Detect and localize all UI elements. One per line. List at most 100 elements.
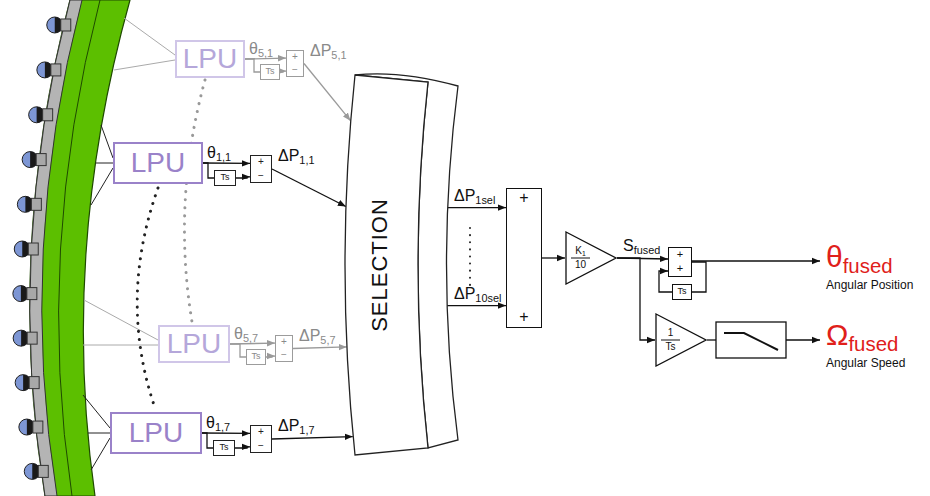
sign-label: +	[281, 337, 287, 348]
output-name: Angular Position	[826, 279, 913, 292]
sensor-wire	[83, 300, 158, 345]
signal-connector	[203, 163, 214, 178]
node-label: Ts	[678, 287, 687, 296]
sum-box: +−	[250, 155, 272, 183]
sum-box: +−	[275, 335, 293, 362]
gain-triangle: K1 10	[565, 231, 617, 285]
symbol-index: 1,7	[215, 422, 230, 434]
fraction-holder: 1Ts	[658, 313, 683, 367]
triangle-outline	[565, 231, 617, 285]
symbol-index: 1,1	[299, 155, 314, 167]
signal-connector	[272, 437, 353, 439]
symbol-index: 5,7	[243, 333, 258, 345]
selection-block: SELECTION	[340, 70, 440, 460]
lpu-box: LPU	[110, 412, 202, 454]
signal-connector	[230, 344, 246, 357]
fraction-holder: K1 10	[568, 231, 593, 285]
selection-front	[345, 75, 428, 455]
signal-wire	[707, 339, 716, 340]
lpu-box: LPU	[113, 142, 203, 184]
node-label: 10	[575, 260, 586, 271]
symbol-index: fused	[843, 255, 893, 277]
sensor-mount	[27, 332, 37, 344]
signal-name: ΔP1,1	[278, 147, 314, 165]
output-symbol: θfused	[826, 240, 893, 273]
symbol-base: θ	[207, 144, 216, 161]
node-label: LPU	[167, 329, 221, 358]
signal-name: θ1,7	[206, 414, 230, 432]
node-label: K1	[575, 246, 585, 257]
symbol-index: 5,1	[331, 49, 346, 61]
node-label: Ts	[220, 443, 229, 452]
symbol-index: fused	[634, 245, 661, 257]
lpu-box: LPU	[175, 40, 245, 78]
signal-connector	[617, 258, 655, 340]
delay-box: Ts	[213, 440, 235, 456]
symbol-index: 5,7	[320, 334, 335, 346]
sensor-mount	[28, 243, 38, 255]
symbol-base: K	[575, 245, 582, 256]
node-label: Ts	[221, 173, 230, 182]
sum-box: +−	[250, 425, 272, 453]
fraction-bar	[571, 258, 590, 259]
block-title: SELECTION	[368, 198, 391, 332]
sensor-mount	[61, 19, 71, 31]
symbol-base: ΔP	[278, 417, 299, 434]
sign-label: +	[258, 157, 264, 168]
sensor-wires	[83, 18, 175, 470]
sensor-mount	[31, 198, 41, 210]
symbol-base: ΔP	[278, 147, 299, 164]
sum-block: ++	[506, 188, 542, 328]
sensor-wire	[83, 395, 110, 470]
symbol-base: ΔP	[454, 187, 475, 204]
delay-box: Ts	[214, 170, 236, 186]
lpu-box: LPU	[158, 325, 230, 363]
delay-box: Ts	[246, 349, 266, 365]
ring-inner-line	[59, 0, 100, 496]
delay-box: Ts	[260, 64, 280, 80]
signal-name: ΔP1,7	[278, 417, 314, 435]
node-label: 1	[668, 328, 674, 339]
signal-connector	[692, 262, 706, 292]
symbol-index: 1	[582, 250, 586, 257]
triangle-outline	[655, 313, 707, 367]
fraction-bar	[661, 340, 680, 341]
symbol-index: 5,1	[258, 48, 273, 60]
symbol-index: 1,7	[299, 425, 314, 437]
sensor-mount	[27, 288, 37, 300]
output-wire	[786, 339, 820, 340]
sign-label: −	[281, 350, 287, 361]
symbol-base: θ	[206, 414, 215, 431]
signal-connector	[245, 59, 260, 72]
symbol-index: 1,1	[216, 152, 231, 164]
triangle-shape	[566, 232, 616, 284]
sum-box: ++	[668, 247, 692, 277]
symbol-base: ΔP	[454, 285, 475, 302]
signal-name: ΔP1sel	[454, 187, 495, 205]
signal-connector	[293, 347, 347, 349]
sign-label: +	[677, 263, 683, 275]
sign-label: +	[292, 52, 298, 63]
sign-label: +	[258, 427, 264, 438]
signal-name: Sfused	[623, 237, 660, 255]
sensor-mount	[38, 465, 48, 477]
signal-name: θ1,1	[207, 144, 231, 162]
signal-name: ΔP5,7	[299, 327, 335, 345]
node-label: Ts	[252, 352, 261, 361]
symbol-base: Ω	[826, 318, 848, 351]
sign-label: −	[258, 171, 264, 182]
sensor-mount	[33, 421, 43, 433]
signal-name: ΔP10sel	[454, 285, 501, 303]
symbol-index: 10sel	[475, 292, 501, 304]
signal-name: ΔP5,1	[310, 42, 346, 60]
sensor-mount	[43, 109, 53, 121]
signal-connector	[235, 447, 250, 448]
sign-label: −	[258, 441, 264, 452]
symbol-base: S	[623, 237, 634, 254]
sign-label: −	[292, 65, 298, 76]
sensor-mount	[29, 377, 39, 389]
sensor-wire	[114, 18, 175, 70]
signal-connector	[202, 433, 213, 448]
